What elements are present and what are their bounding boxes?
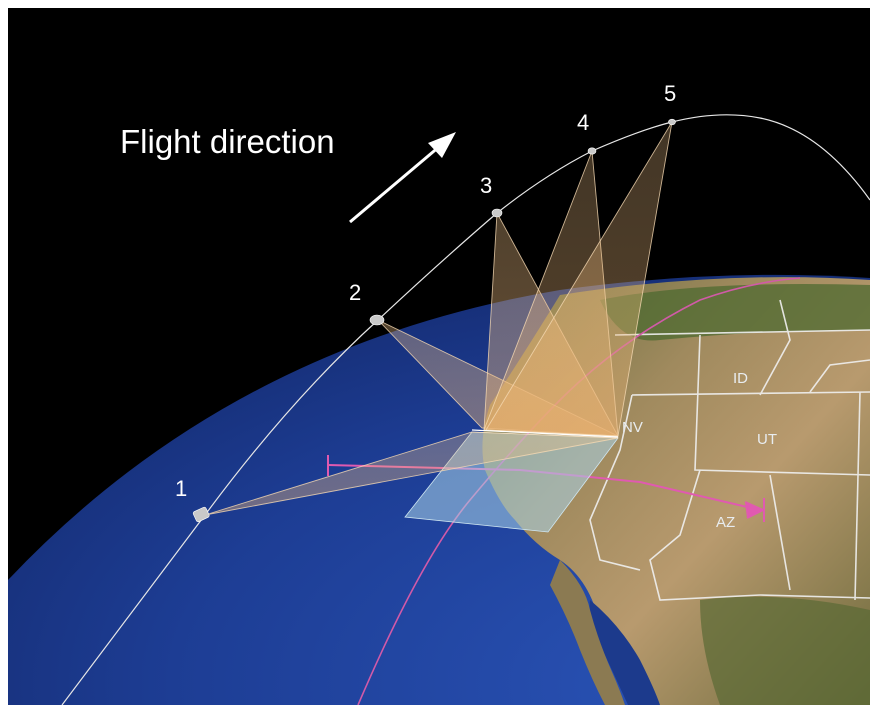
position-label-4: 4 bbox=[577, 110, 589, 135]
position-label-5: 5 bbox=[664, 81, 676, 106]
state-label-nv: NV bbox=[622, 419, 643, 436]
position-label-1: 1 bbox=[175, 476, 187, 501]
southern-highlands bbox=[700, 596, 870, 705]
satellite-5-icon bbox=[668, 118, 676, 126]
flight-direction-arrow bbox=[349, 132, 456, 224]
position-label-3: 3 bbox=[480, 173, 492, 198]
fan-position-1 bbox=[204, 431, 619, 516]
satellite-1-icon bbox=[192, 506, 210, 523]
state-label-id: ID bbox=[733, 370, 748, 387]
flight-direction-label: Flight direction bbox=[120, 123, 335, 160]
satellite-3-icon bbox=[491, 208, 503, 218]
fan-position-5 bbox=[485, 121, 673, 437]
baja-peninsula bbox=[550, 560, 625, 705]
state-label-az: AZ bbox=[716, 514, 735, 531]
gulf-of-california bbox=[589, 600, 660, 705]
orbit-path bbox=[61, 114, 870, 705]
satellite-2-icon bbox=[369, 314, 385, 326]
state-borders bbox=[589, 299, 870, 601]
state-label-ut: UT bbox=[757, 431, 777, 448]
viewing-fans bbox=[204, 121, 673, 516]
target-baseline bbox=[471, 429, 619, 438]
northern-forest bbox=[600, 284, 870, 341]
satellite-markers bbox=[192, 118, 676, 523]
satellite-4-icon bbox=[587, 147, 597, 155]
position-label-2: 2 bbox=[349, 280, 361, 305]
